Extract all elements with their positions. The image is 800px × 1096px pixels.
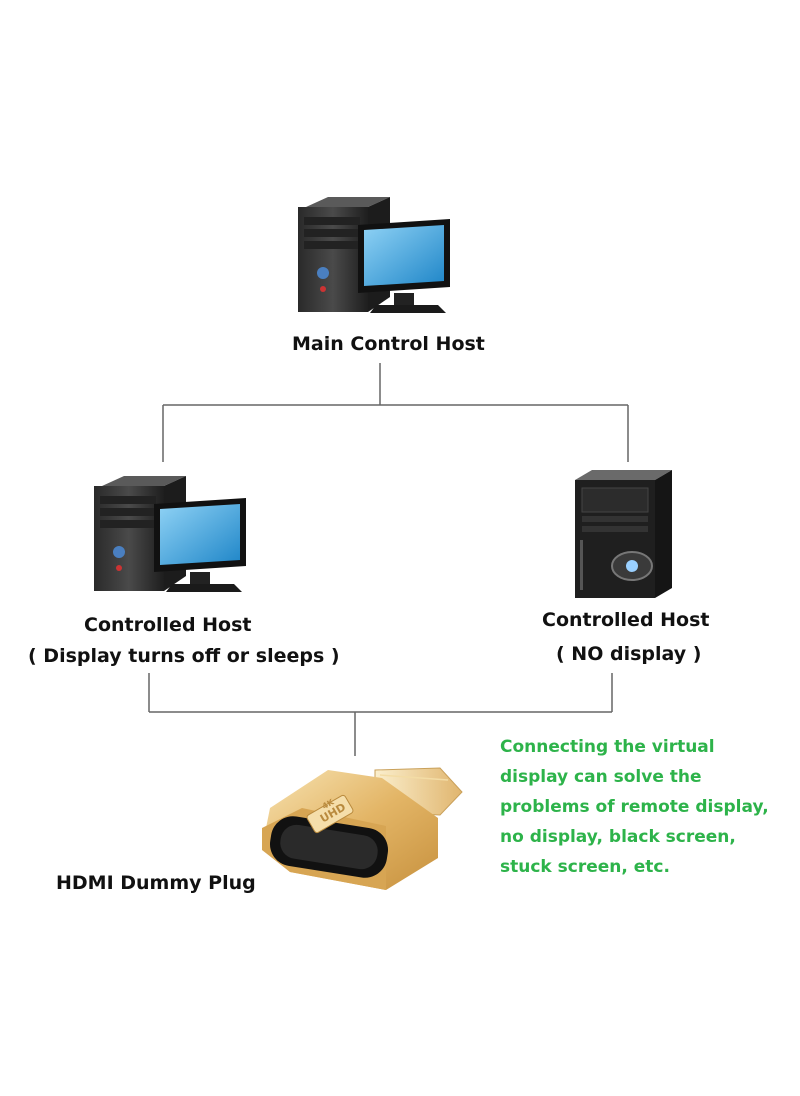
note-line: problems of remote display,	[500, 797, 769, 817]
note-line: Connecting the virtual	[500, 737, 715, 757]
desktop-computer-icon	[94, 476, 246, 592]
note-line: stuck screen, etc.	[500, 857, 670, 877]
tower-computer-icon	[575, 470, 672, 598]
dummy-plug-label: HDMI Dummy Plug	[56, 872, 256, 894]
note-text: Connecting the virtual display can solve…	[500, 732, 769, 882]
note-line: no display, black screen,	[500, 827, 736, 847]
left-host-label: Controlled Host	[84, 614, 252, 636]
connector-lines	[148, 363, 629, 756]
note-line: display can solve the	[500, 767, 702, 787]
main-host-label: Main Control Host	[292, 333, 485, 355]
right-host-label: Controlled Host	[542, 609, 710, 631]
right-host-sublabel: ( NO display )	[556, 643, 702, 665]
hdmi-dummy-plug-icon	[262, 767, 463, 890]
left-host-sublabel: ( Display turns off or sleeps )	[28, 645, 340, 667]
desktop-computer-icon	[298, 197, 450, 313]
